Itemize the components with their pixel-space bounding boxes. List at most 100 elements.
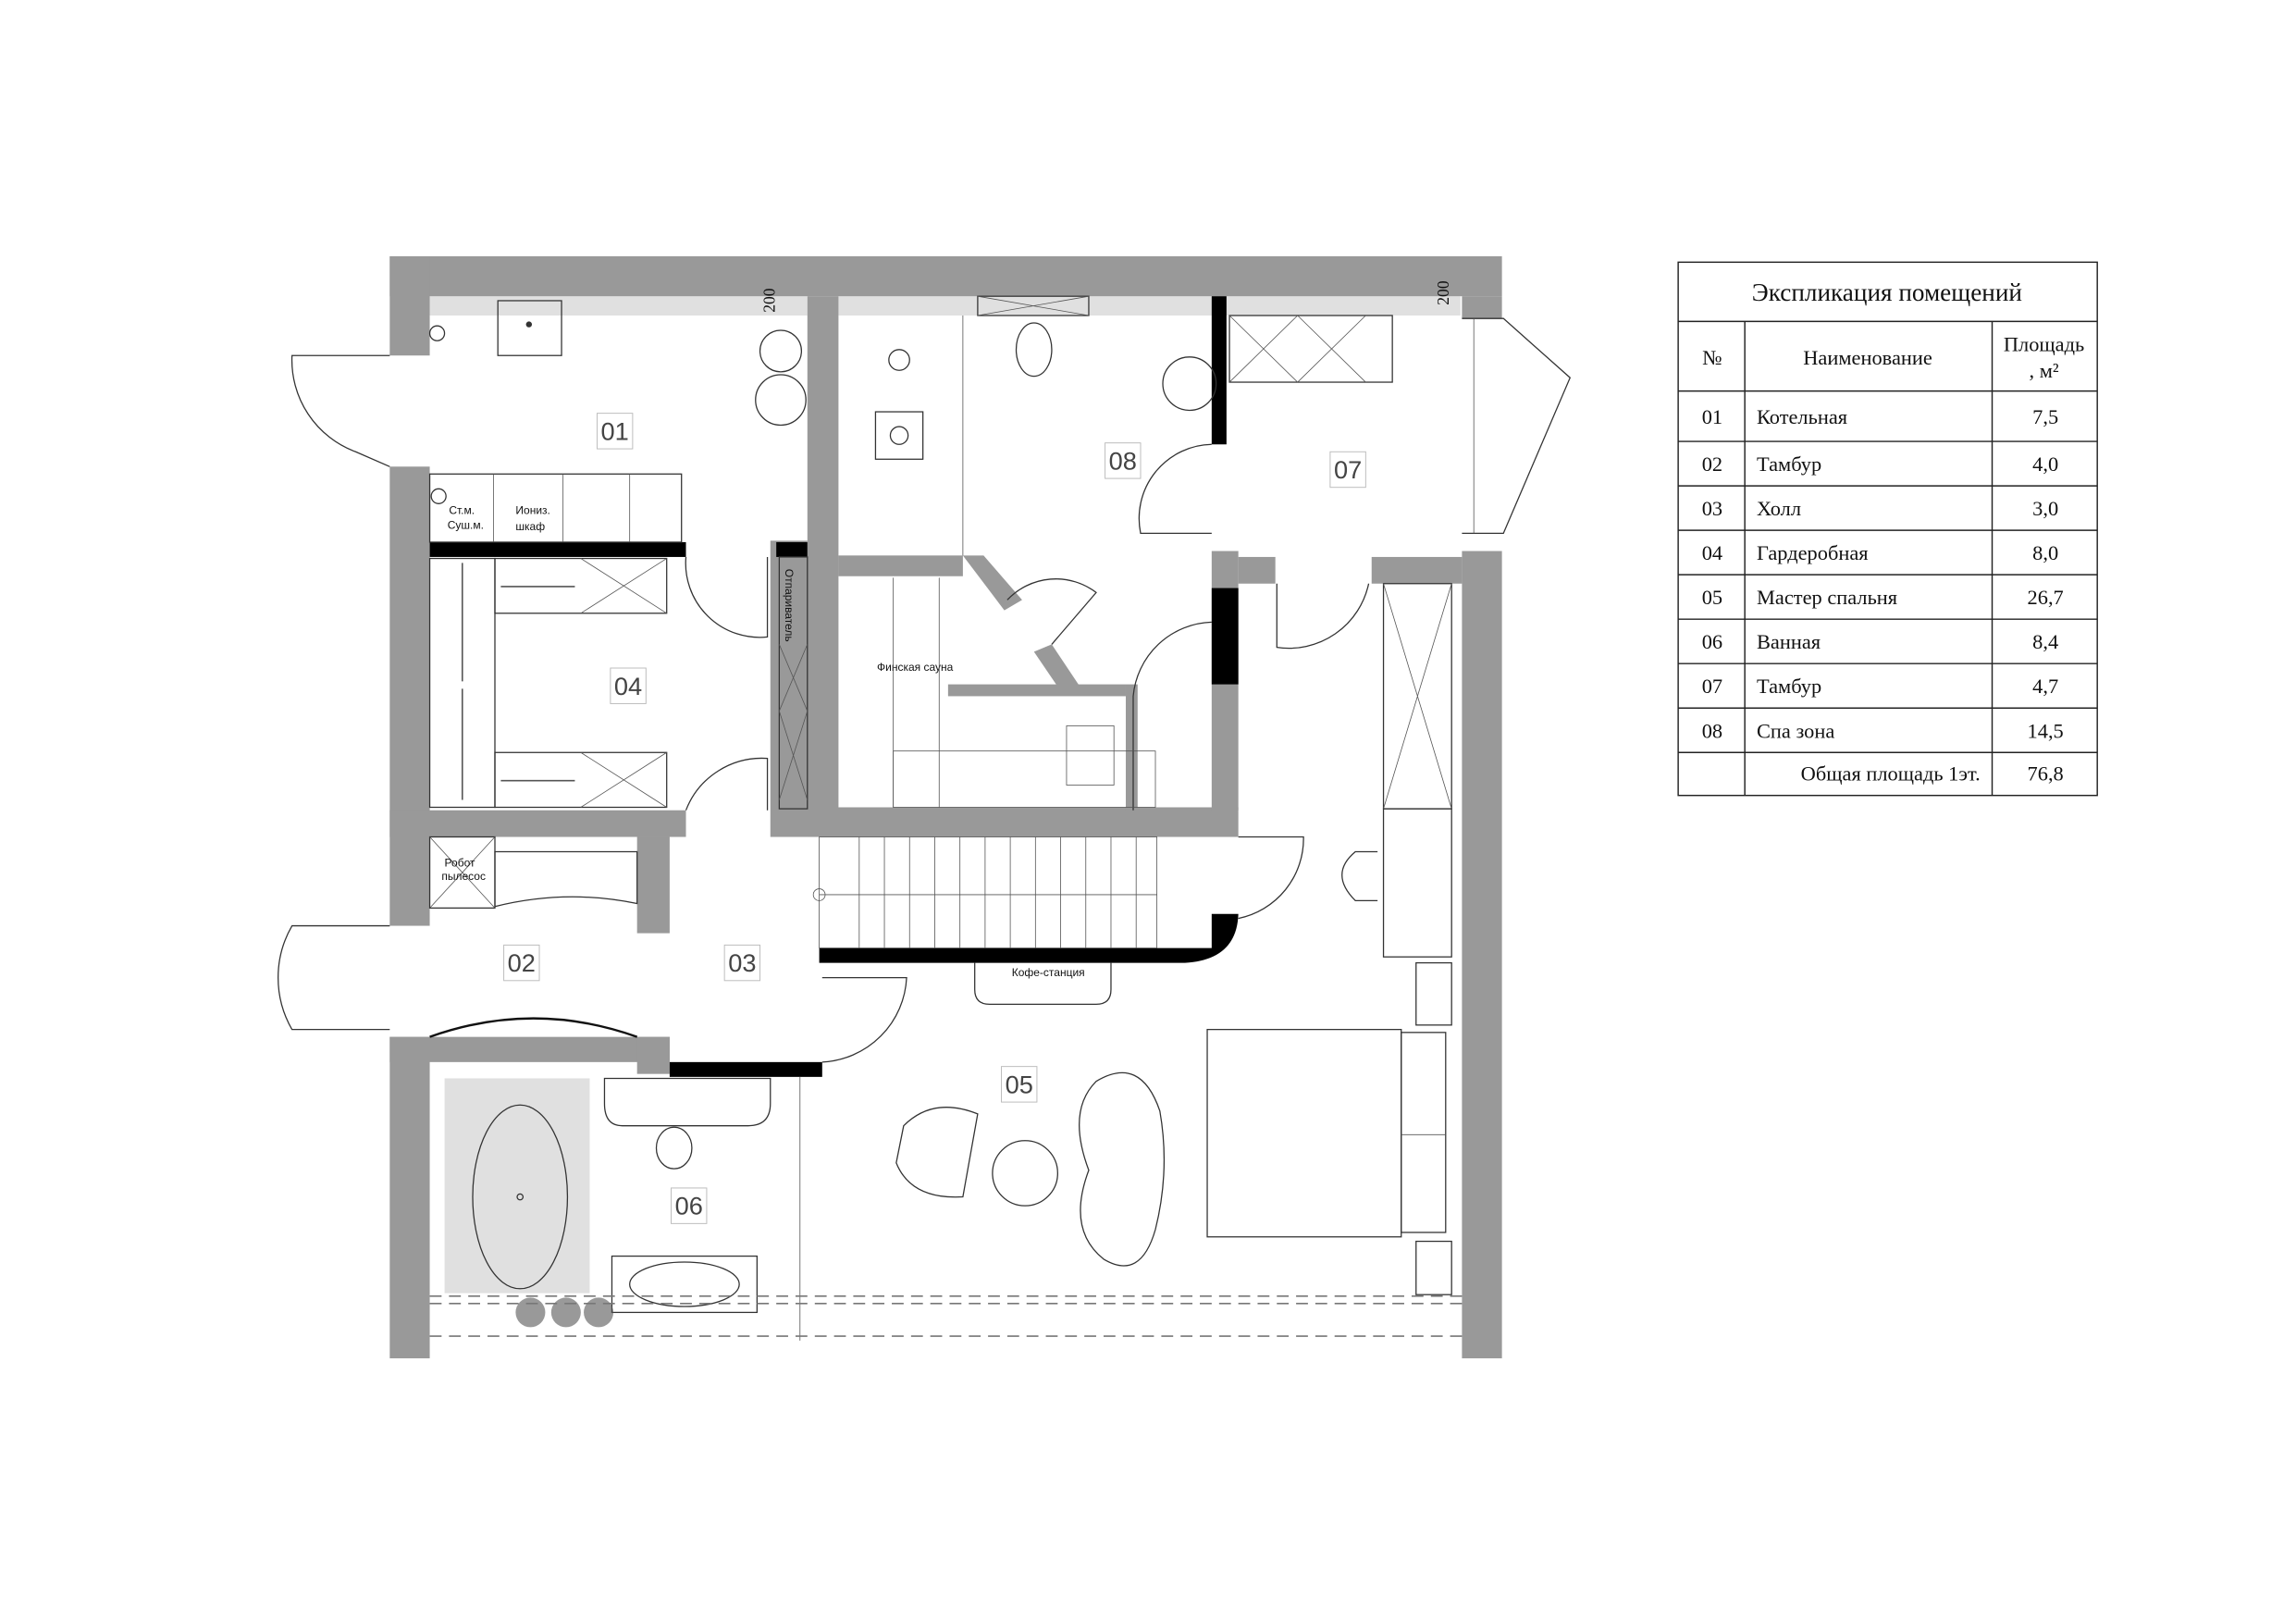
door-08-sauna[interactable]: [1132, 621, 1212, 811]
sink-01: [497, 300, 562, 356]
table-total-row: Общая площадь 1эт. 76,8: [1801, 762, 2064, 786]
svg-text:01: 01: [601, 416, 629, 445]
label-ion-cabinet: Иониз.: [515, 504, 549, 517]
shower-cabin: [1228, 315, 1393, 383]
svg-text:76,8: 76,8: [2028, 762, 2064, 786]
armchair: [895, 1107, 979, 1198]
label-dryer: Суш.м.: [448, 519, 484, 532]
svg-text:26,7: 26,7: [2028, 586, 2064, 609]
laundry-cabinets: [428, 473, 683, 543]
label-washer: Ст.м.: [449, 504, 475, 517]
svg-text:07: 07: [1702, 675, 1722, 698]
partition-08-07: [1211, 296, 1227, 445]
partition-02-06: [669, 1061, 822, 1077]
label-sauna: Финская сауна: [877, 661, 954, 674]
wall-07-wardrobe: [1371, 556, 1463, 584]
svg-text:Общая площадь 1эт.: Общая площадь 1эт.: [1801, 762, 1981, 786]
svg-text:08: 08: [1702, 719, 1722, 742]
room-label-02: 02: [503, 944, 540, 982]
svg-text:05: 05: [1006, 1070, 1033, 1098]
door-07-05[interactable]: [1276, 583, 1370, 650]
finish-strip-08: [838, 296, 1461, 316]
bed-headboard: [1401, 1032, 1447, 1233]
staircase[interactable]: [812, 836, 1158, 948]
sauna-benches: [893, 577, 1156, 808]
door-04-01[interactable]: [685, 556, 769, 638]
washbasin-08: [1162, 356, 1217, 412]
wall-top: [389, 255, 1502, 297]
drain-icon: [525, 321, 533, 328]
door-sauna[interactable]: [1006, 578, 1097, 645]
door-entrance-02[interactable]: [278, 924, 390, 1031]
door-08-07[interactable]: [1138, 443, 1212, 534]
label-coffee-station: Кофе-станция: [1012, 966, 1085, 979]
partition-stair-coffee: [819, 913, 1239, 963]
label-ion-cabinet-2: шкаф: [515, 520, 545, 533]
svg-text:4,7: 4,7: [2032, 675, 2058, 698]
door-entrance-01[interactable]: [290, 354, 390, 467]
stool-06: [655, 1126, 693, 1170]
svg-text:05: 05: [1702, 586, 1722, 609]
wall-right-1: [1462, 296, 1502, 319]
bench-02: [429, 1017, 638, 1038]
svg-text:Тамбур: Тамбур: [1757, 452, 1821, 476]
label-robot: Робот: [445, 857, 475, 870]
svg-text:02: 02: [508, 948, 536, 977]
wall-sauna-diagonal-2: [1033, 644, 1081, 689]
sofa: [1079, 1071, 1166, 1267]
label-vacuum: пылесос: [441, 870, 486, 883]
plants-icon: [515, 1297, 614, 1328]
room-label-05: 05: [1001, 1066, 1038, 1103]
steamer-cabinet: [778, 556, 809, 810]
svg-text:04: 04: [614, 672, 642, 700]
wall-07-stub: [1238, 556, 1276, 584]
svg-text:07: 07: [1334, 455, 1362, 484]
dimension-mark-200: 200: [760, 288, 779, 313]
svg-text:8,4: 8,4: [2032, 630, 2058, 653]
header-area-unit: , м²: [2029, 359, 2058, 382]
svg-text:Ванная: Ванная: [1757, 630, 1821, 653]
coffee-table: [992, 1140, 1058, 1207]
wall-sauna-side: [1125, 684, 1138, 811]
bathtub: [472, 1104, 569, 1290]
wall-left-2: [389, 466, 430, 926]
svg-text:Гардеробная: Гардеробная: [1757, 541, 1869, 564]
svg-text:14,5: 14,5: [2028, 719, 2064, 742]
wall-04-02: [389, 810, 686, 837]
svg-text:Спа зона: Спа зона: [1757, 719, 1834, 742]
svg-text:3,0: 3,0: [2032, 497, 2058, 520]
shoe-cabinet: [494, 850, 638, 908]
foot-bath: [874, 411, 924, 460]
door-03-05[interactable]: [821, 976, 907, 1063]
room-label-06: 06: [671, 1187, 708, 1224]
svg-text:01: 01: [1702, 405, 1722, 428]
floor-plan: 200 Ст.м. Суш.м. Иониз. шкаф Отпаривател…: [278, 255, 1572, 1359]
wall-right-2: [1462, 551, 1502, 1359]
wall-sauna-inner: [947, 684, 1126, 697]
header-name: Наименование: [1803, 346, 1932, 369]
room-label-07: 07: [1329, 451, 1366, 489]
finish-strip-01: [429, 296, 808, 316]
desk-chair: [1341, 850, 1378, 901]
header-area: Площадь: [2004, 332, 2084, 355]
wall-left-3: [389, 1036, 430, 1359]
door-04-03[interactable]: [685, 757, 769, 811]
shower-drain-strip: [977, 295, 1090, 316]
svg-text:04: 04: [1702, 541, 1722, 564]
wall-sauna-bottom: [770, 807, 1239, 837]
door-stair-05[interactable]: [1238, 836, 1304, 920]
boiler-tank-1: [759, 329, 803, 373]
svg-text:Мастер спальня: Мастер спальня: [1757, 586, 1897, 609]
table-title: Экспликация помещений: [1752, 279, 2022, 306]
toilet: [1015, 322, 1053, 378]
svg-text:06: 06: [675, 1192, 703, 1220]
svg-text:4,0: 4,0: [2032, 452, 2058, 476]
door-entrance-07[interactable]: [1462, 317, 1572, 534]
wall-left-1: [389, 255, 430, 356]
bath-platform: [444, 1078, 590, 1294]
